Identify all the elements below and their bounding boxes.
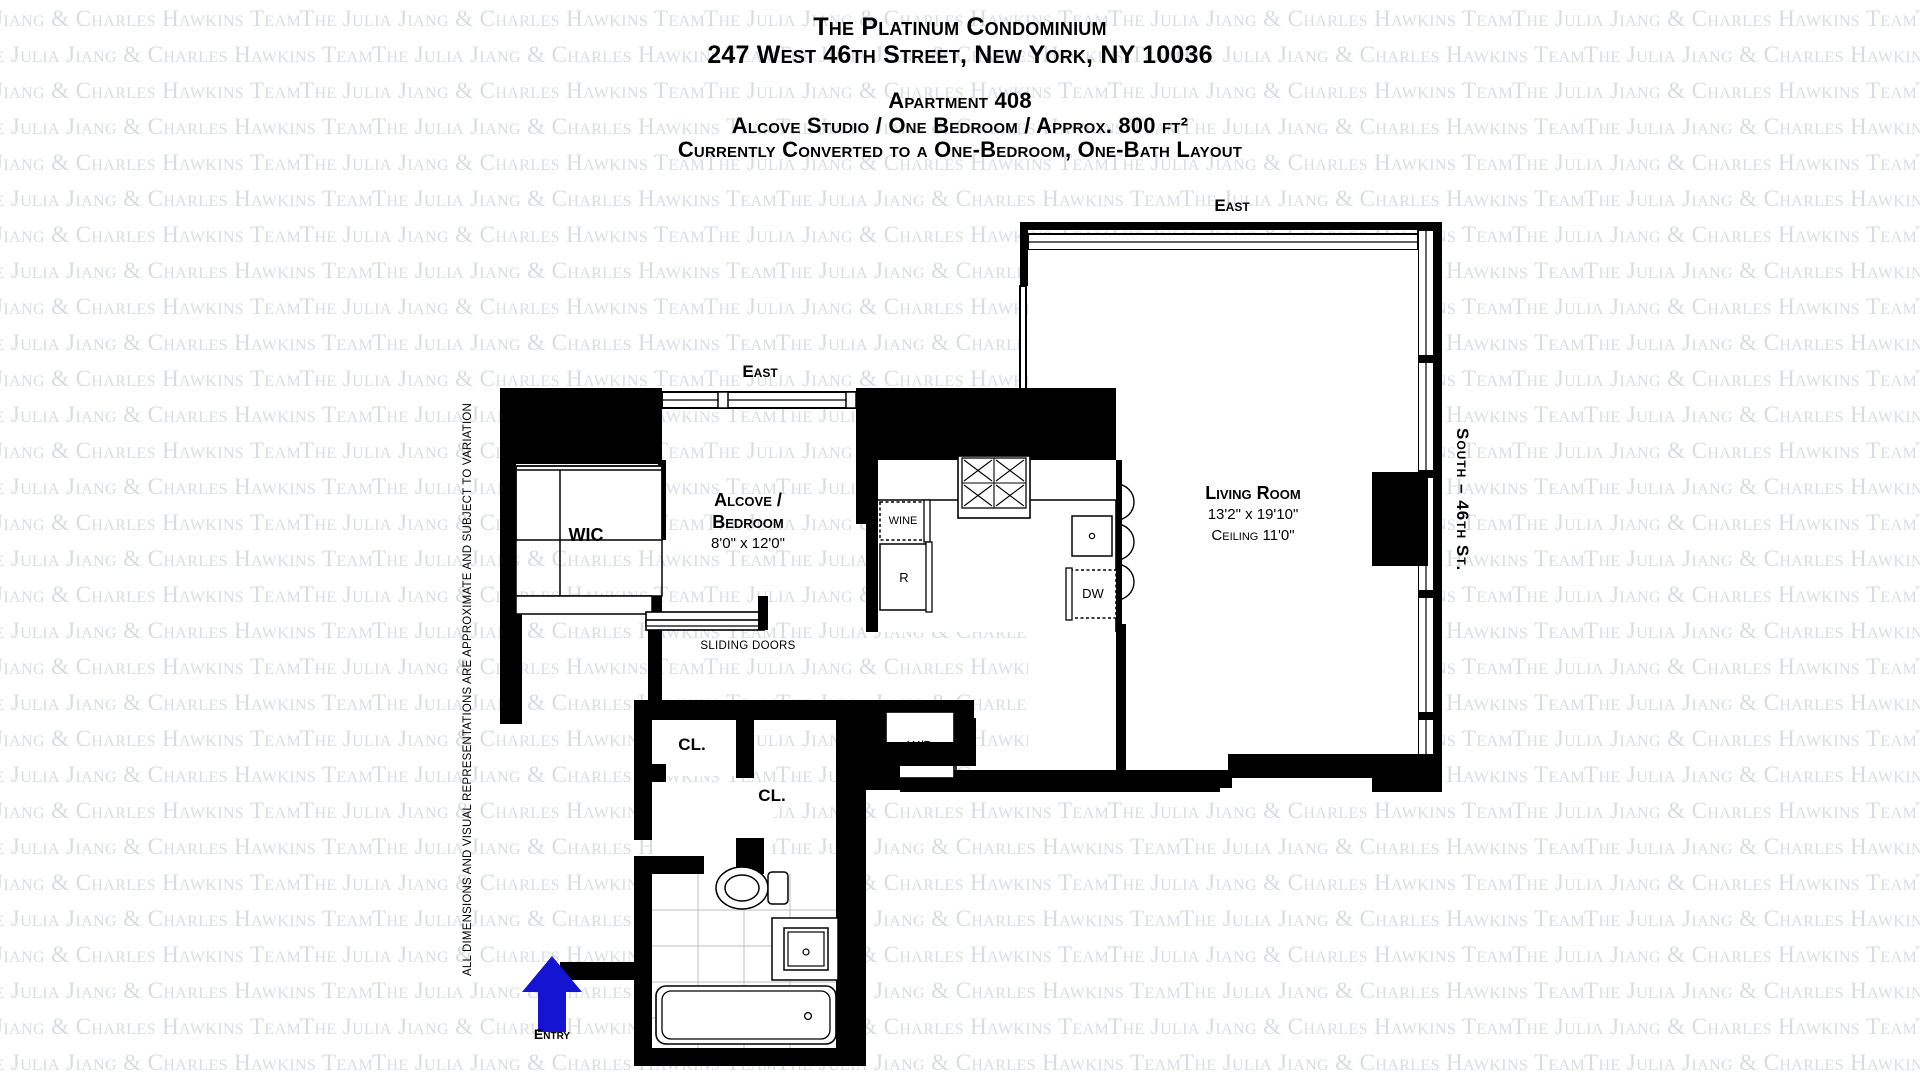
living-room-ceiling: Ceiling 11'0" — [1211, 527, 1295, 544]
unit-conversion-note: Currently Converted to a One-Bedroom, On… — [677, 137, 1243, 163]
wine-fridge — [879, 501, 927, 541]
entry-label: Entry — [533, 1026, 571, 1042]
wic-label: WIC — [568, 525, 604, 545]
bathtub — [655, 985, 837, 1045]
bar-stool-2 — [1115, 523, 1135, 561]
bar-stool-3 — [1115, 563, 1135, 601]
wall-entry-jamb — [560, 962, 636, 980]
living-room-dimensions: 13'2" x 19'10" — [1207, 506, 1299, 523]
wall-bath-left — [634, 856, 652, 1066]
window-lr-left — [1019, 285, 1027, 397]
building-address: 247 West 46th Street, New York, NY 10036 — [707, 41, 1213, 69]
wall-alcove-lower-left — [500, 612, 522, 724]
plan-header: The Platinum Condominium 247 West 46th S… — [0, 0, 1920, 163]
toilet — [715, 866, 789, 910]
closet-2-label: CL. — [758, 786, 786, 805]
wall-bath-bottom — [634, 1048, 866, 1066]
sink — [1071, 515, 1113, 557]
wall-bath-right — [836, 856, 866, 1066]
apartment-number: Apartment 408 — [888, 88, 1032, 113]
refrigerator-label: R — [899, 570, 909, 585]
wall-lr-top — [1020, 222, 1440, 230]
wall-closet-divider — [736, 718, 754, 778]
alcove-bedroom-dimensions: 8'0" x 12'0" — [711, 535, 785, 552]
unit-type: Alcove Studio / One Bedroom / Approx. 80… — [731, 112, 1189, 138]
closet-1-floor — [652, 720, 750, 776]
disclaimer-text: ALL DIMENSIONS AND VISUAL REPRESENTATION… — [462, 402, 474, 976]
dishwasher-label: DW — [1082, 586, 1104, 601]
washer-dryer-label: W/D — [907, 738, 933, 753]
bar-stool-1 — [1115, 483, 1135, 521]
alcove-bedroom-name-line1: Alcove / — [714, 490, 782, 510]
compass-south-46th-st: South – 46th St. — [1453, 428, 1472, 572]
building-name: The Platinum Condominium — [813, 13, 1107, 41]
wall-kitchen-top — [866, 388, 1116, 460]
closet-1-label: CL. — [678, 735, 706, 754]
wall-lr-right-outer — [1432, 222, 1442, 792]
wall-alcove-top-left — [500, 388, 662, 460]
sliding-door-leaf-2 — [645, 619, 765, 631]
wall-lr-top-left-stub — [1020, 230, 1028, 286]
bathroom-vanity — [771, 917, 839, 981]
wall-corridor-bottom — [900, 770, 1220, 792]
column-living-room — [1372, 472, 1428, 566]
plan-geometry — [500, 222, 1442, 1066]
living-room-name: Living Room — [1205, 483, 1301, 503]
dishwasher — [1069, 569, 1117, 619]
entry-arrow — [522, 956, 582, 1032]
wine-fridge-label: WINE — [888, 515, 918, 527]
wall-kitchen-left — [866, 460, 878, 632]
sliding-doors-label: SLIDING DOORS — [700, 640, 796, 652]
alcove-bedroom-name-line2: Bedroom — [712, 512, 784, 532]
compass-east-middle: East — [742, 362, 778, 381]
compass-east-top: East — [1214, 196, 1250, 215]
